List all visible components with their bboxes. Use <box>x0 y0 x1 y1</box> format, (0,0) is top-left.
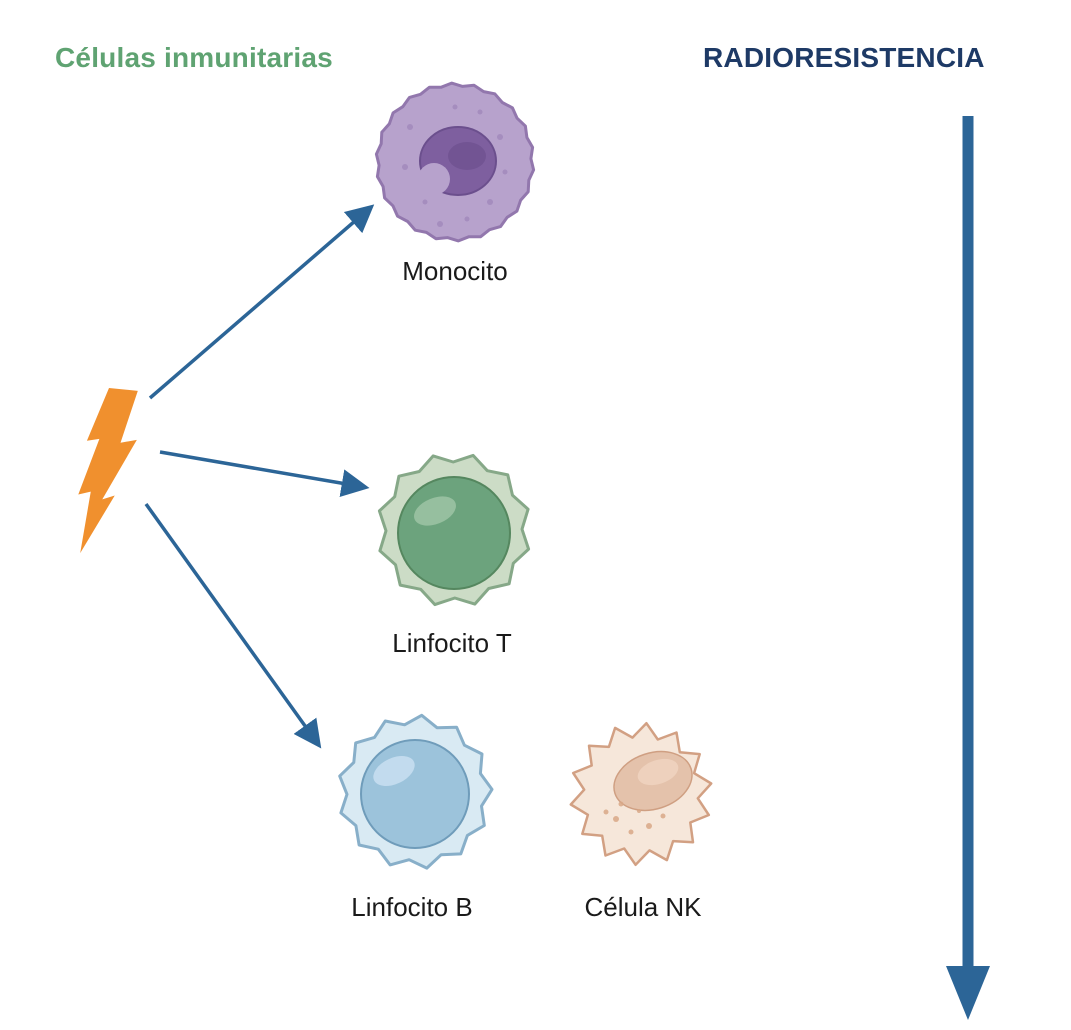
lightning-bolt-icon <box>78 388 138 554</box>
monocito-cell-illustration <box>374 81 536 243</box>
right-title: RADIORESISTENCIA <box>703 42 985 73</box>
radioresistance-arrow <box>946 116 990 1020</box>
arrow-to-linfocito-t <box>159 450 370 498</box>
linfocito-t-label: Linfocito T <box>392 628 512 658</box>
monocito-label: Monocito <box>402 256 508 286</box>
linfocito-b-cell-illustration <box>338 713 494 870</box>
celula-nk-cell-illustration <box>569 721 713 867</box>
linfocito-t-cell-illustration <box>377 453 531 607</box>
linfocito-b-label: Linfocito B <box>351 892 473 922</box>
celula-nk-label: Célula NK <box>584 892 702 922</box>
arrow-to-linfocito-b <box>144 502 322 749</box>
left-title: Células inmunitarias <box>55 42 333 73</box>
arrow-to-monocito <box>148 204 375 400</box>
